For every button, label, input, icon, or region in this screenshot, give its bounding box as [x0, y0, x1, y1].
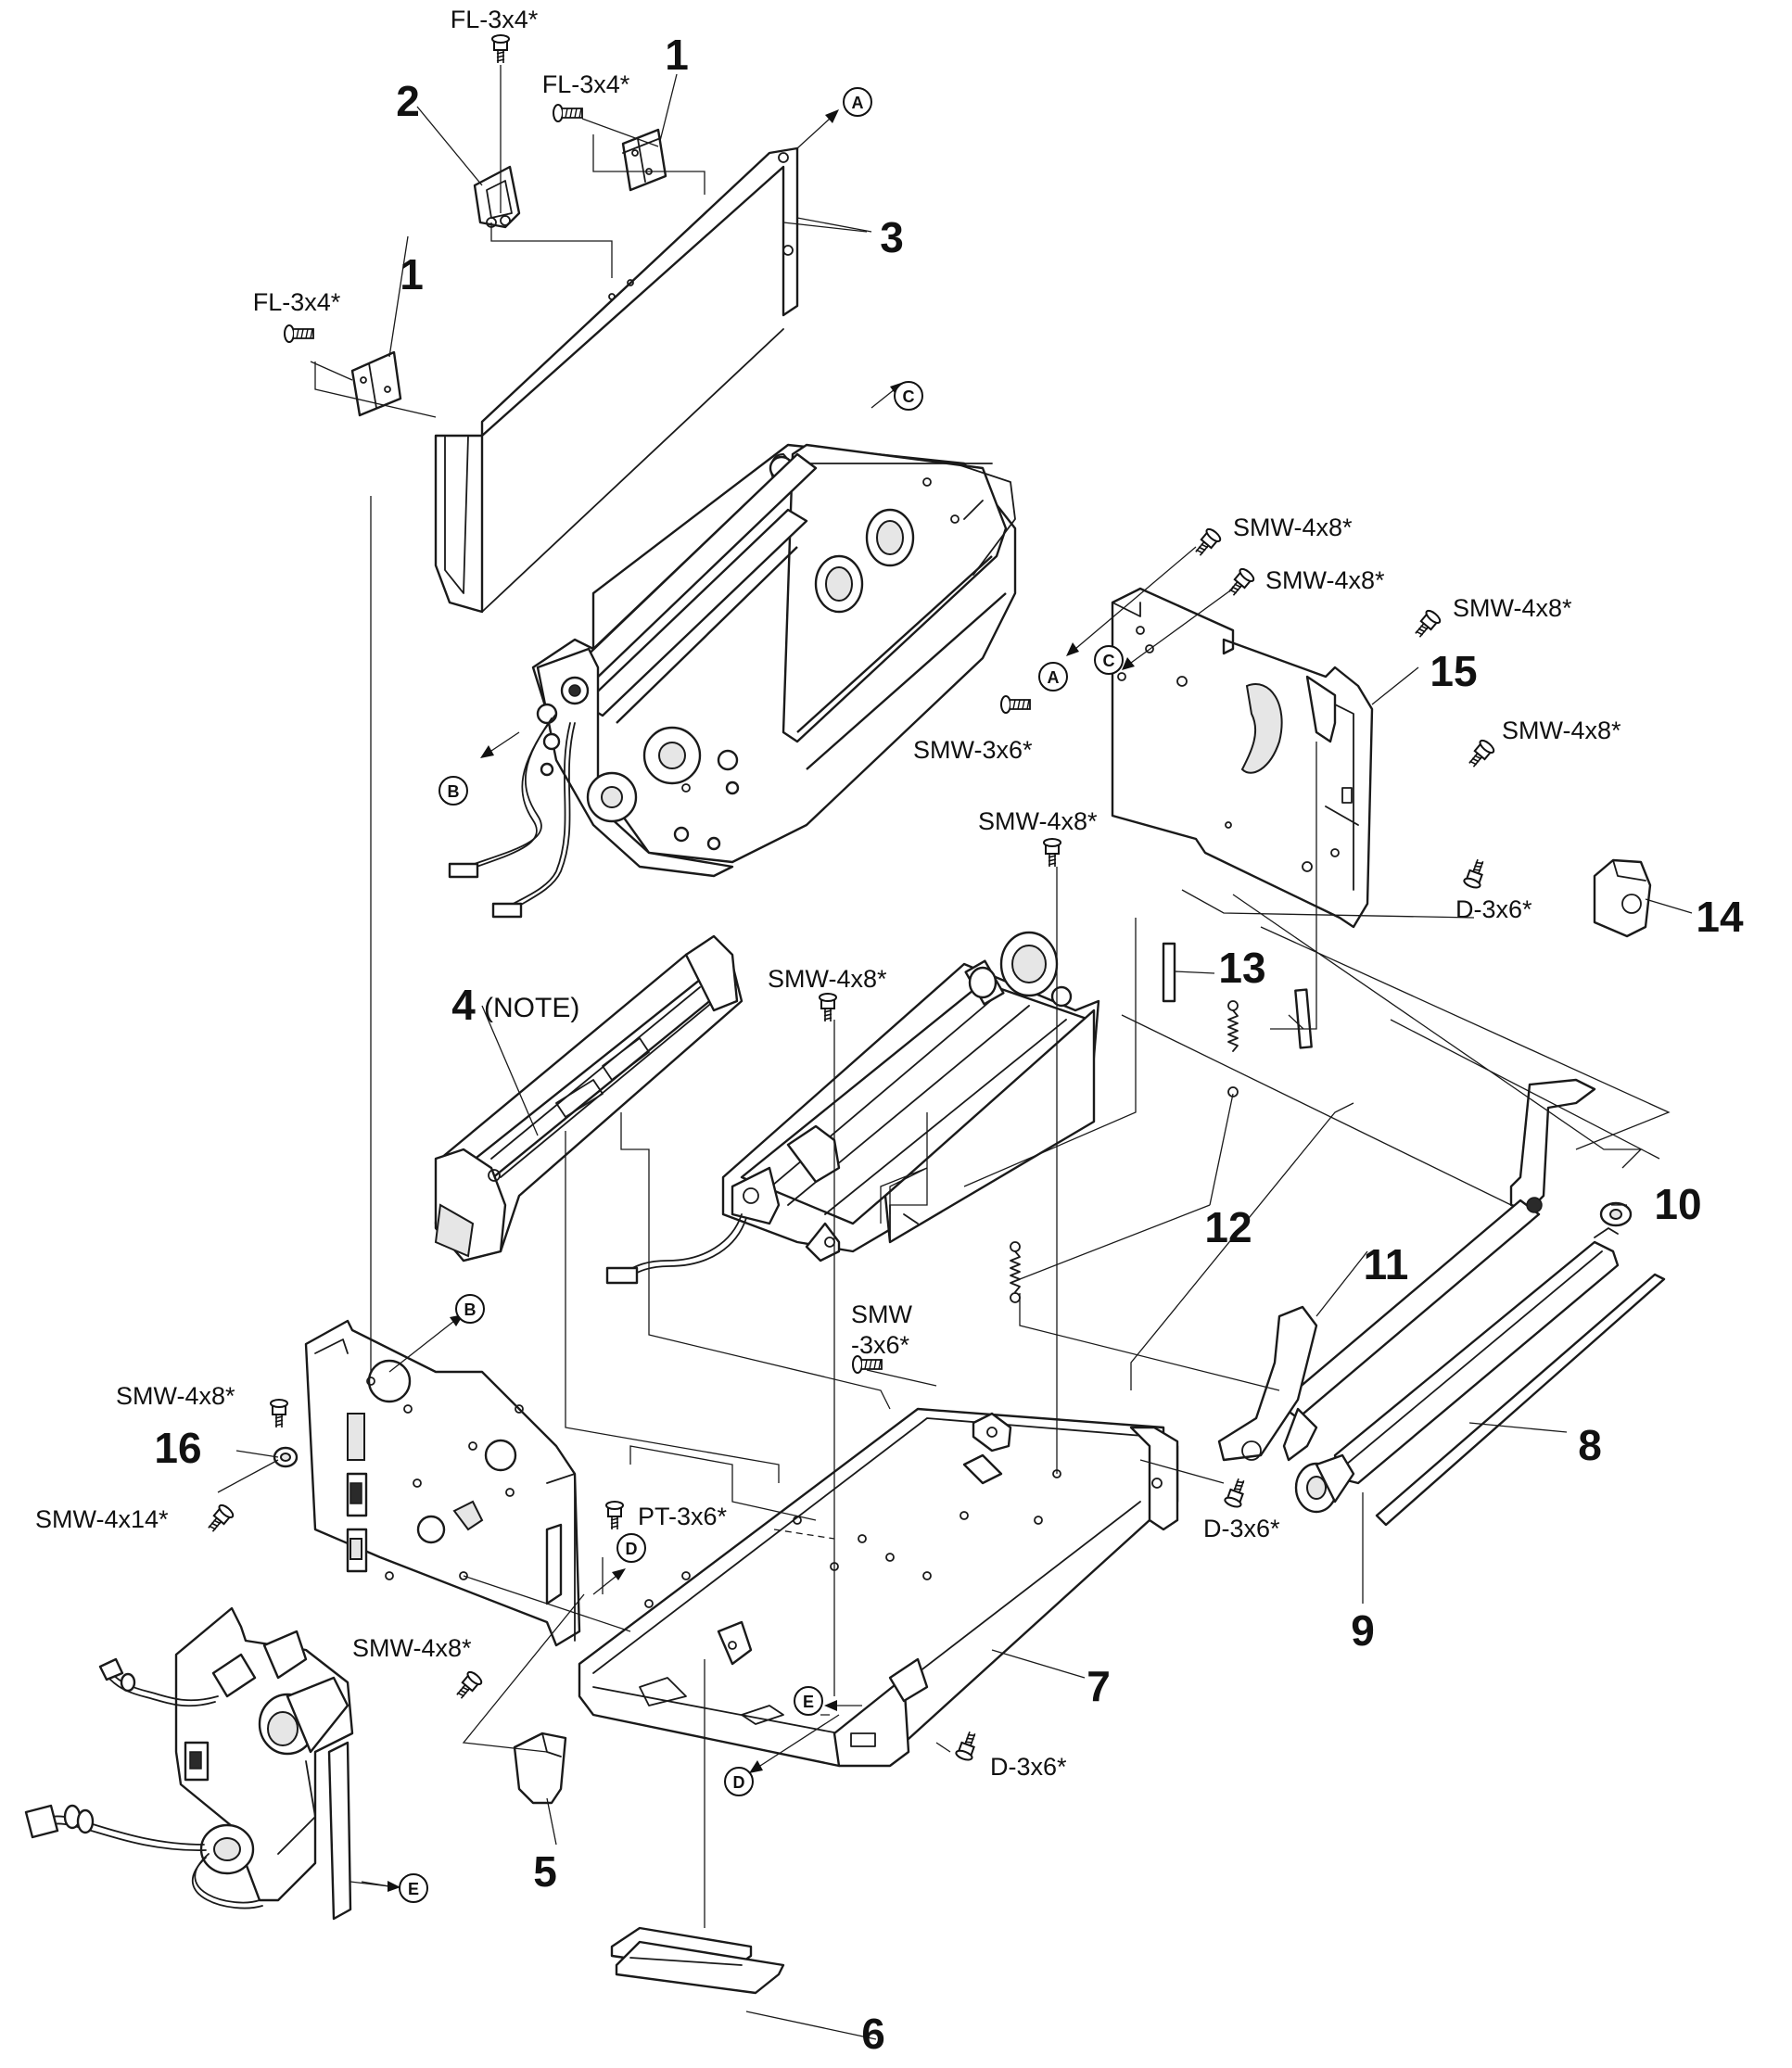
- ref-e-motor-label: E: [408, 1880, 419, 1898]
- callout-8: 8: [1578, 1421, 1602, 1469]
- part-6-pads: [610, 1926, 785, 1995]
- part-1-hinge-left: [350, 350, 402, 417]
- ref-circle-a-top: A: [843, 87, 872, 117]
- label-smw-4x8-a: SMW-4x8*: [1233, 514, 1353, 541]
- ref-c-top-label: C: [903, 387, 915, 406]
- ref-circle-c-right: C: [1094, 645, 1124, 675]
- callout-4: 4: [451, 981, 476, 1029]
- callout-1-top: 1: [665, 31, 689, 79]
- ref-d-bottom-label: D: [733, 1773, 745, 1792]
- part-1-hinge-top: [621, 128, 667, 192]
- callout-9: 9: [1351, 1606, 1375, 1655]
- callout-10: 10: [1654, 1180, 1701, 1228]
- label-smw-4x8-f: SMW-4x8*: [768, 965, 887, 993]
- ref-b-lower-label: B: [464, 1300, 477, 1319]
- label-smw-line2: -3x6*: [851, 1331, 910, 1359]
- ref-e-base-label: E: [803, 1693, 814, 1711]
- part-16-washer: [273, 1446, 299, 1468]
- label-smw-4x8-e: SMW-4x8*: [978, 807, 1098, 835]
- label-smw-line1: SMW: [851, 1300, 913, 1328]
- part-3-bracket: [434, 146, 799, 614]
- label-smw-4x14: SMW-4x14*: [35, 1505, 169, 1533]
- label-smw-4x8-bottom: SMW-4x8*: [352, 1634, 472, 1662]
- label-smw-4x8-left: SMW-4x8*: [116, 1382, 235, 1410]
- callout-7: 7: [1087, 1662, 1111, 1710]
- callout-16: 16: [154, 1424, 201, 1472]
- label-fl-3x4-mid: FL-3x4*: [542, 70, 630, 98]
- part-9-roller: [1294, 1227, 1620, 1514]
- part-7-base-frame: [578, 1407, 1179, 1768]
- label-fl-3x4-left: FL-3x4*: [253, 288, 341, 316]
- label-smw-3x6-side: SMW-3x6*: [913, 736, 1033, 764]
- part-15-side-plate: [1111, 587, 1374, 929]
- label-smw-4x8-d: SMW-4x8*: [1502, 717, 1621, 744]
- part-16-left-plate: [304, 1319, 581, 1647]
- callout-14: 14: [1696, 893, 1744, 941]
- label-d-3x6-front: D-3x6*: [990, 1753, 1067, 1781]
- label-d-3x6-base: D-3x6*: [1203, 1515, 1280, 1542]
- part-10-collar: [1599, 1201, 1633, 1227]
- label-smw-4x8-c: SMW-4x8*: [1453, 594, 1572, 622]
- part-4-guide: [434, 934, 743, 1262]
- print-mechanism-lower: [605, 931, 1100, 1285]
- callout-12: 12: [1204, 1203, 1252, 1251]
- ref-d-mid-label: D: [626, 1540, 638, 1558]
- ref-a-right-label: A: [1048, 668, 1060, 687]
- label-fl-3x4-top: FL-3x4*: [451, 6, 539, 33]
- callout-2: 2: [396, 77, 420, 125]
- part-14-cover: [1593, 858, 1652, 938]
- part-5-cap: [513, 1732, 567, 1805]
- part-13-brackets: [1162, 942, 1313, 1049]
- part-2-hinge: [473, 165, 521, 229]
- ref-circle-b-left: B: [438, 776, 468, 806]
- callout-15: 15: [1430, 647, 1477, 695]
- label-smw-4x8-b: SMW-4x8*: [1265, 566, 1385, 594]
- callout-1-left: 1: [400, 250, 424, 298]
- callout-6: 6: [861, 2010, 885, 2058]
- callout-11: 11: [1364, 1240, 1409, 1288]
- ref-c-right-label: C: [1103, 652, 1115, 670]
- ref-circle-a-right: A: [1038, 662, 1068, 691]
- motor-assembly: [24, 1606, 354, 1921]
- ref-b-left-label: B: [448, 782, 460, 801]
- callout-13: 13: [1218, 944, 1265, 992]
- ref-circle-d-bottom: D: [724, 1767, 754, 1796]
- label-pt-3x6: PT-3x6*: [638, 1503, 728, 1530]
- ref-circle-b-lower: B: [455, 1294, 485, 1324]
- ref-circle-e-base: E: [794, 1686, 823, 1716]
- label-d-3x6-right: D-3x6*: [1455, 895, 1532, 923]
- ref-circle-d-mid: D: [616, 1533, 646, 1563]
- part-8-strip: [1375, 1273, 1666, 1527]
- roller-assembly-upper: [448, 443, 1017, 919]
- ref-circle-e-motor: E: [399, 1873, 428, 1903]
- callout-4-note: (NOTE): [484, 993, 579, 1023]
- ref-circle-c-top: C: [894, 381, 923, 411]
- callout-5: 5: [533, 1847, 557, 1896]
- callout-3: 3: [880, 213, 904, 261]
- ref-a-top-label: A: [852, 94, 864, 112]
- leader-lines: [217, 73, 1693, 2040]
- part-11-arm: [1217, 1078, 1596, 1462]
